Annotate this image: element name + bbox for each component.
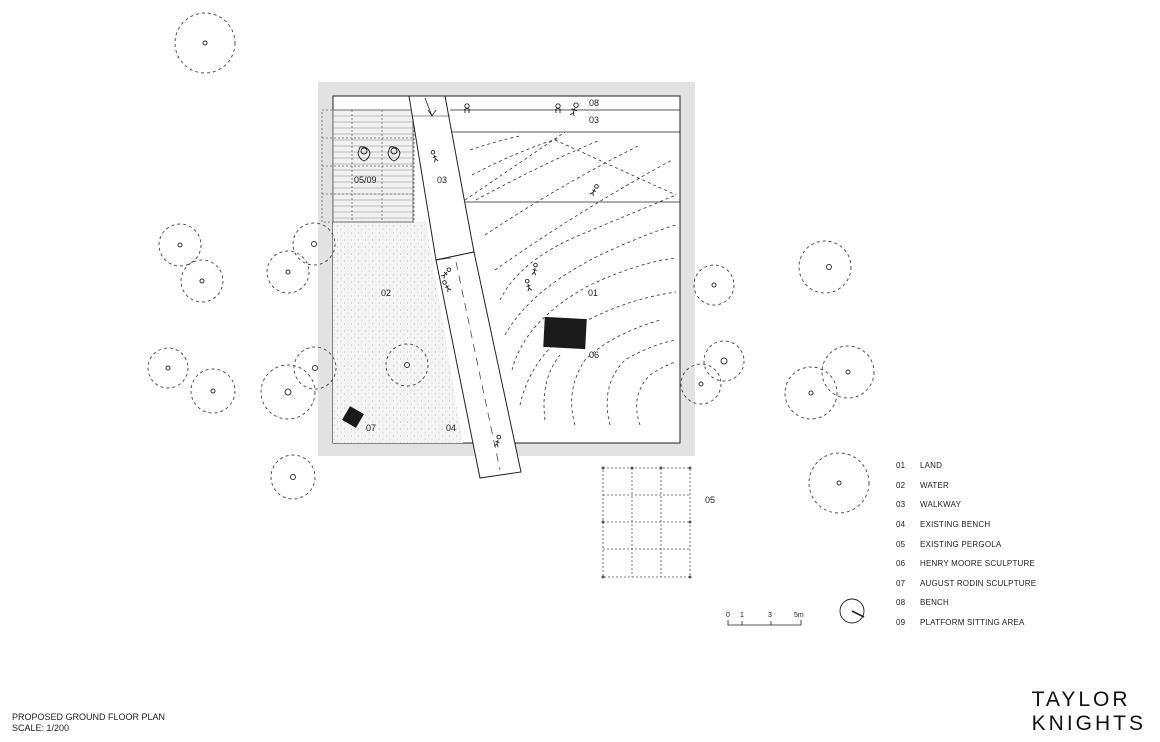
legend-number: 06 [896, 559, 906, 569]
label-03-walkway: 03 [437, 175, 447, 185]
label-08: 08 [589, 98, 599, 108]
legend-text: PLATFORM SITTING AREA [920, 618, 1025, 628]
drawing-title: PROPOSED GROUND FLOOR PLAN SCALE: 1/200 [12, 712, 165, 734]
tree-icon [693, 264, 735, 306]
drawing-scale-line: SCALE: 1/200 [12, 723, 70, 733]
legend-number: 09 [896, 618, 906, 628]
legend-text: EXISTING PERGOLA [920, 539, 1002, 549]
legend-text: BENCH [920, 598, 950, 608]
tree-icon [190, 368, 236, 414]
person-figure-icon [357, 102, 599, 448]
brand-line-2: KNIGHTS [1031, 712, 1146, 735]
trees [147, 12, 875, 514]
label-03-top: 03 [589, 115, 599, 125]
legend-number: 01 [896, 461, 906, 471]
legend-item: 08 BENCH [896, 593, 1096, 613]
legend-item: 06 HENRY MOORE SCULPTURE [896, 554, 1096, 574]
label-05: 05 [705, 495, 715, 505]
legend-text: EXISTING BENCH [920, 520, 991, 530]
brand-line-1: TAYLOR [1031, 688, 1131, 711]
legend-item: 03 WALKWAY [896, 495, 1096, 515]
north-arrow-icon [839, 598, 865, 624]
tree-icon [703, 340, 745, 382]
tree-icon [180, 259, 224, 303]
scale-tick-5m: 5m [794, 612, 804, 619]
tree-icon [147, 347, 189, 389]
existing-bench [435, 251, 522, 479]
label-01: 01 [588, 288, 598, 298]
tree-icon [808, 452, 870, 514]
legend-number: 02 [896, 480, 906, 490]
legend-number: 05 [896, 539, 906, 549]
tree-icon [784, 366, 838, 420]
legend-item: 05 EXISTING PERGOLA [896, 534, 1096, 554]
tree-icon [260, 364, 316, 420]
brand-logo: TAYLOR KNIGHTS [1032, 688, 1146, 736]
henry-moore-sculpture [543, 316, 587, 350]
legend-item: 04 EXISTING BENCH [896, 515, 1096, 535]
label-04: 04 [446, 423, 456, 433]
scale-tick-3: 3 [768, 612, 772, 619]
legend-item: 09 PLATFORM SITTING AREA [896, 613, 1096, 633]
tree-icon [266, 250, 310, 294]
label-06: 06 [589, 350, 599, 360]
august-rodin-sculpture [342, 406, 364, 428]
legend-item: 07 AUGUST RODIN SCULPTURE [896, 574, 1096, 594]
label-07: 07 [366, 423, 376, 433]
existing-pergola [602, 467, 691, 578]
scale-tick-0: 0 [726, 612, 730, 619]
platform-sitting-area [321, 109, 415, 223]
legend-number: 07 [896, 578, 906, 588]
drawing-title-line: PROPOSED GROUND FLOOR PLAN [12, 712, 166, 722]
legend-item: 01 LAND [896, 456, 1096, 476]
tree-icon [270, 454, 316, 500]
tree-icon [680, 363, 722, 405]
tree-icon [385, 343, 429, 387]
legend-number: 04 [896, 520, 906, 530]
scale-bar: 0 1 3 5m [726, 612, 804, 626]
tree-icon [821, 345, 875, 399]
tree-icon [293, 346, 337, 390]
legend-text: HENRY MOORE SCULPTURE [920, 559, 1036, 569]
scale-tick-1: 1 [740, 612, 744, 619]
legend-number: 03 [896, 500, 906, 510]
legend-item: 02 WATER [896, 476, 1096, 496]
legend-text: WATER [920, 480, 949, 490]
legend-text: AUGUST RODIN SCULPTURE [920, 578, 1037, 588]
water-area [333, 222, 463, 443]
legend-text: WALKWAY [920, 500, 962, 510]
label-02: 02 [381, 288, 391, 298]
legend: 01 LAND 02 WATER 03 WALKWAY 04 EXISTING BENC… [896, 456, 1096, 632]
tree-icon [158, 223, 202, 267]
tree-icon [292, 222, 336, 266]
tree-icon [174, 12, 236, 74]
legend-text: LAND [920, 461, 943, 471]
legend-number: 08 [896, 598, 906, 608]
tree-icon [798, 240, 852, 294]
label-05-09: 05/09 [354, 175, 377, 185]
